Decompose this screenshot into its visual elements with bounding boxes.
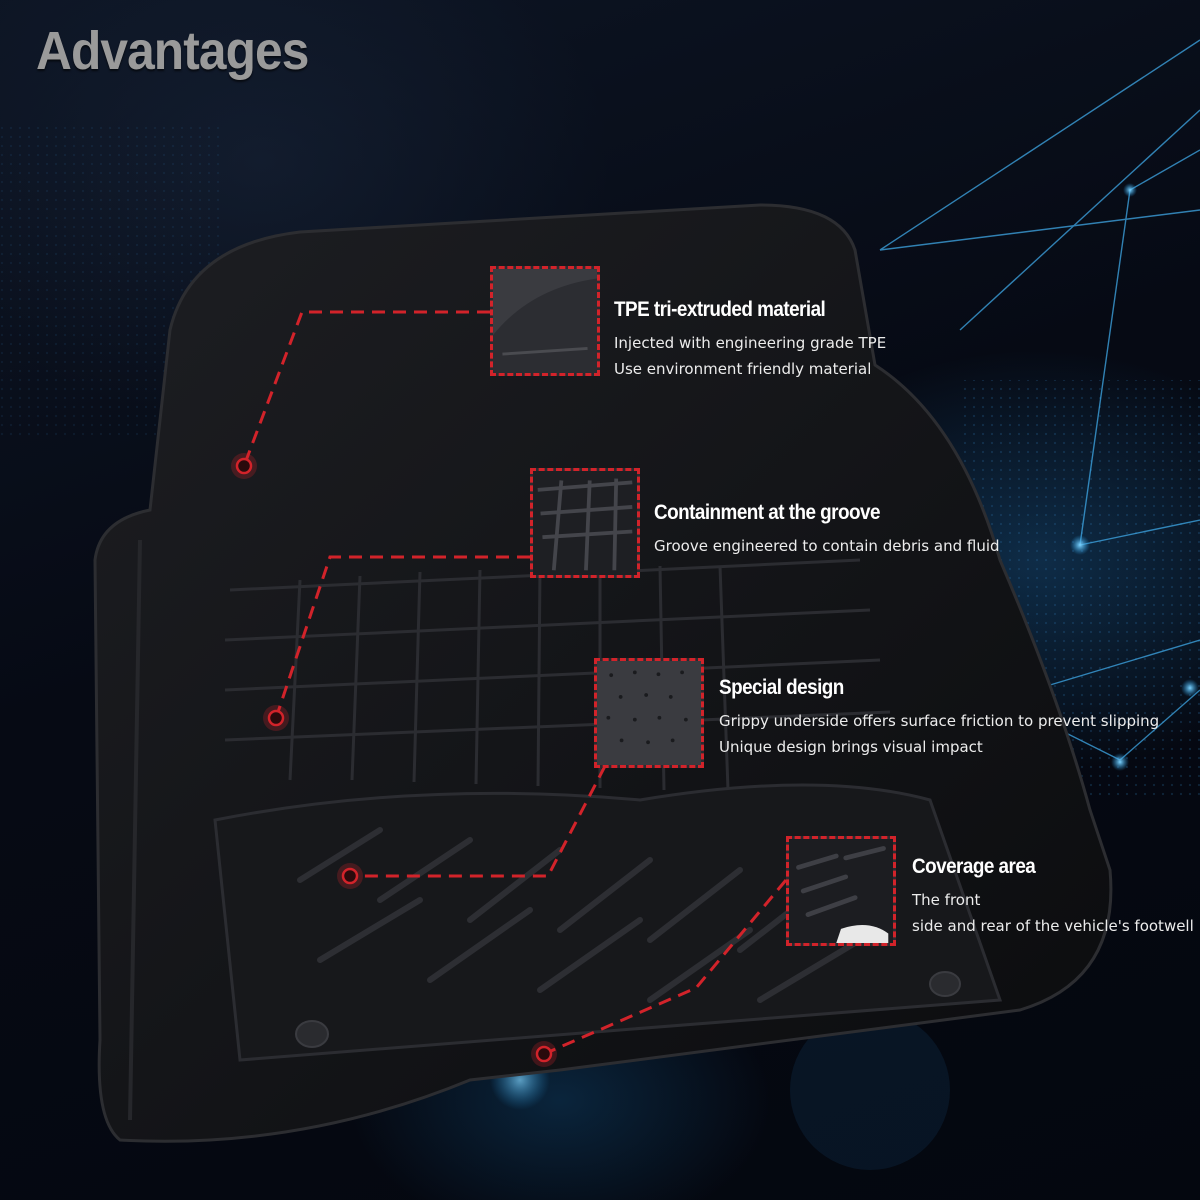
- feature-description: Use environment friendly material: [614, 360, 872, 378]
- callout-dot: [267, 709, 285, 727]
- feature-title: Containment at the groove: [654, 501, 880, 524]
- feature-special-design: Special design Grippy underside offers s…: [719, 676, 1159, 760]
- grip-nibs-closeup-icon: [597, 661, 701, 765]
- tpe-material-closeup-icon: [493, 269, 597, 373]
- feature-title: Coverage area: [912, 855, 1036, 878]
- feature-description: Grippy underside offers surface friction…: [719, 712, 1160, 730]
- feature-description: side and rear of the vehicle's footwell: [912, 917, 1194, 935]
- grip-thumbnail: [594, 658, 704, 768]
- coverage-thumbnail: [786, 836, 896, 946]
- callout-dot: [235, 457, 253, 475]
- feature-coverage-area: Coverage area The front side and rear of…: [912, 855, 1194, 939]
- feature-description: The front: [912, 891, 981, 909]
- feature-description: Injected with engineering grade TPE: [614, 334, 887, 352]
- callout-dot: [535, 1045, 553, 1063]
- feature-containment-groove: Containment at the groove Groove enginee…: [654, 501, 1000, 559]
- page-title: Advantages: [36, 21, 309, 81]
- coverage-edge-closeup-icon: [789, 839, 893, 943]
- callout-dot: [341, 867, 359, 885]
- feature-description: Unique design brings visual impact: [719, 738, 983, 756]
- feature-tpe-material: TPE tri-extruded material Injected with …: [614, 298, 886, 382]
- tpe-material-thumbnail: [490, 266, 600, 376]
- feature-title: Special design: [719, 676, 844, 699]
- groove-closeup-icon: [533, 471, 637, 575]
- groove-thumbnail: [530, 468, 640, 578]
- feature-description: Groove engineered to contain debris and …: [654, 537, 1000, 555]
- feature-title: TPE tri-extruded material: [614, 298, 826, 321]
